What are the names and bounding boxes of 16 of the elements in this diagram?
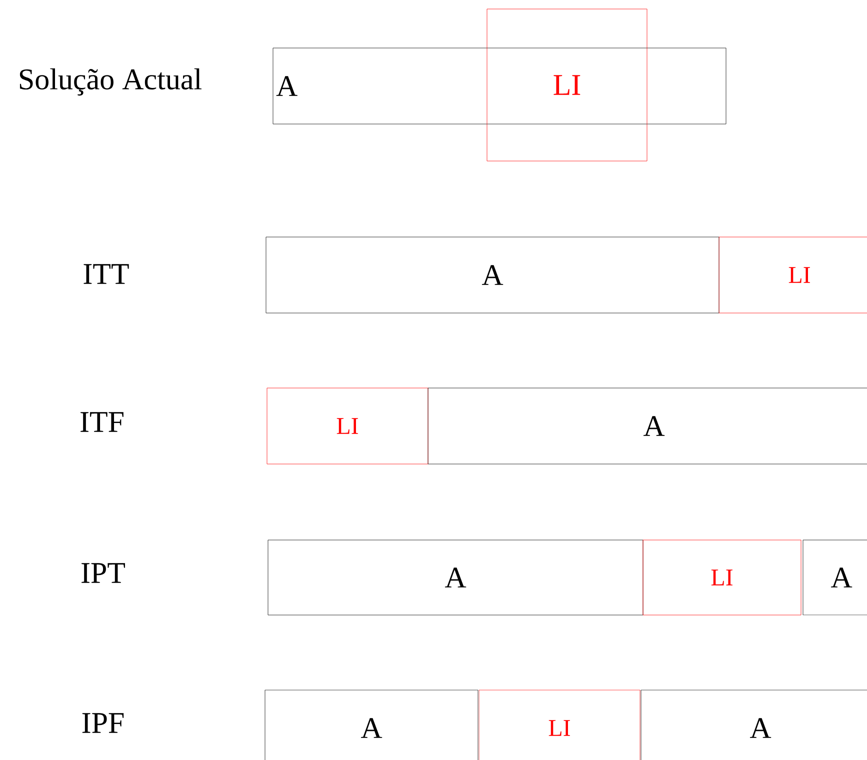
bar-segment: LI [478,690,640,760]
bar-segment: A [266,236,720,314]
bar-segment: A [268,540,644,616]
row-label: IPT [82,563,125,583]
bar-segment: A [640,690,867,760]
bar-segment: LI [642,540,802,616]
row-label: ITF [80,412,124,432]
row-label: IPF [82,713,124,733]
bar-segment: LI [718,236,867,314]
bar-segment: LI [486,8,648,162]
row-label: ITT [84,264,129,284]
bar-segment: A [428,388,867,464]
row-label: Solução Actual [20,68,202,96]
bar-segment: LI [266,388,428,464]
bar-segment: A [264,690,478,760]
bar-segment: A [802,540,867,616]
